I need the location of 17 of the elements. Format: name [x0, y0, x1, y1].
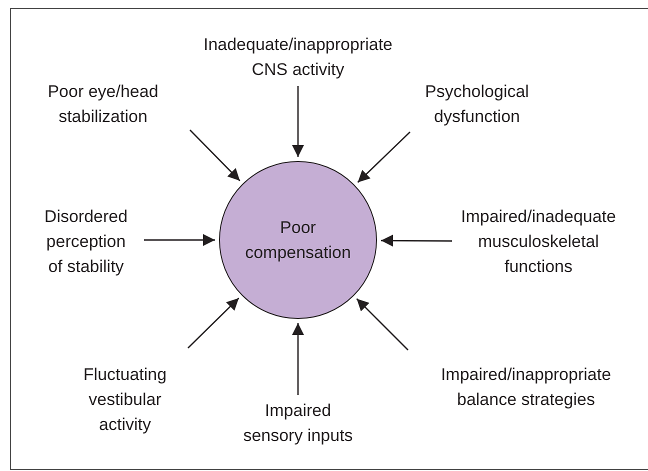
cause-label: Disordered perception of stability: [43, 206, 129, 278]
cause-label: Impaired/inappropriate balance strategies: [440, 364, 612, 411]
arrow: [188, 298, 240, 348]
cause-label: Impaired/inadequate musculoskeletal functions: [460, 206, 617, 278]
cause-label: Poor eye/head stabilization: [46, 81, 160, 128]
arrow: [190, 130, 240, 182]
cause-label: Psychological dysfunction: [424, 81, 530, 128]
arrow: [357, 132, 410, 183]
arrow: [356, 298, 408, 350]
arrow: [381, 234, 452, 247]
cause-label: Fluctuating vestibular activity: [82, 364, 168, 436]
cause-label: Inadequate/inappropriate CNS activity: [202, 34, 394, 81]
arrow: [292, 86, 304, 157]
arrow: [292, 323, 304, 395]
node-label: Poor compensation: [244, 217, 352, 264]
arrow: [144, 234, 215, 246]
cause-label: Impaired sensory inputs: [242, 400, 354, 447]
